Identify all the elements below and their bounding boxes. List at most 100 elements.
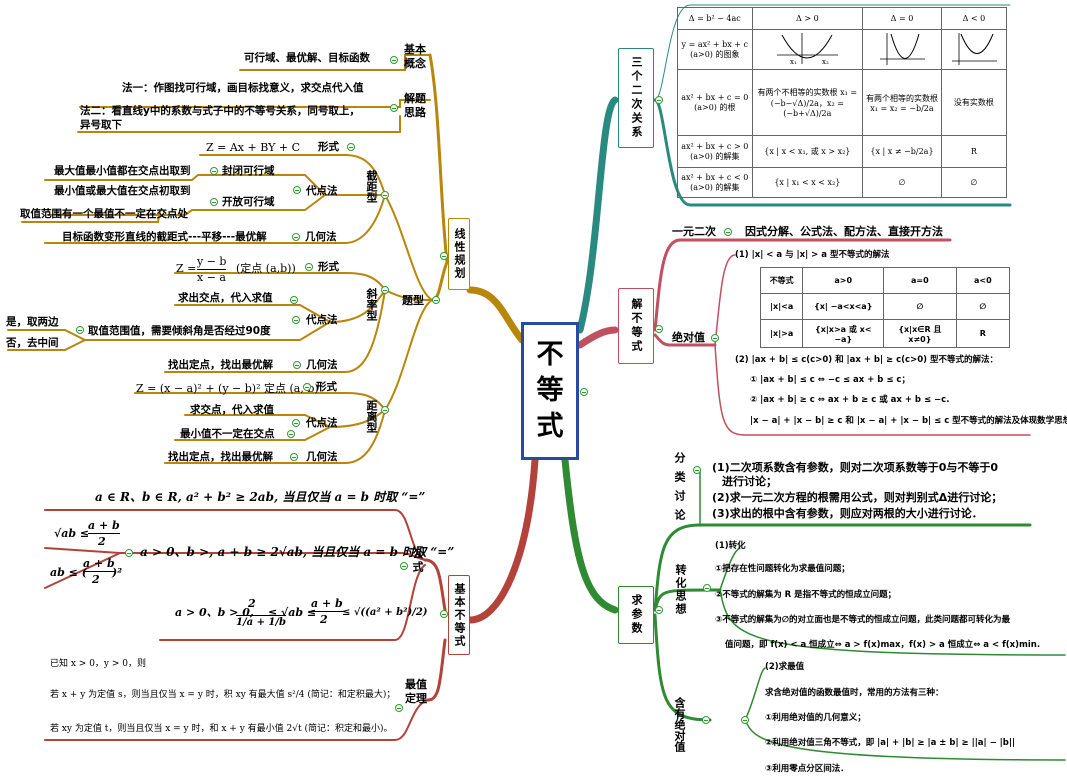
abs-section-1: (1) |x| < a 与 |x| > a 型不等式的解法 [735,250,890,260]
classify-dot[interactable] [693,466,701,474]
qt-r4-0: ax² + bx + c < 0 (a>0) 的解集 [677,167,753,198]
transform-line-3: ③不等式的解集为∅的对立面也是不等式的恒成立问题，此类问题都可转化为最 [715,615,1010,625]
find-param-label: 求参数 [630,594,643,636]
find-param-node[interactable]: 求参数 [618,586,654,644]
abs-r1-1: {x| −a<x<a} [802,293,885,320]
solve-inequality-node[interactable]: 解不等式 [618,288,654,364]
abs-section-3: |x − a| + |x − b| ≥ c 和 |x − a| + |x − b… [750,416,1067,426]
question-types-dot[interactable] [432,296,440,304]
linear-dot[interactable] [440,252,448,260]
slope-geo-dot[interactable] [293,361,301,369]
intercept-dot[interactable] [381,191,389,199]
solve-inequality-dot[interactable] [655,325,663,333]
transform-label: 转化思想 [674,564,687,616]
basic-inequality-node[interactable]: 基本不等式 [448,575,470,655]
abs-section-2b: ② |ax + b| ≥ c ⇔ ax + b ≥ c 或 ax + b ≤ −… [750,395,950,405]
qt-r1-0: y = ax² + bx + c (a>0) 的图象 [677,29,753,70]
open-region-label: 开放可行域 [222,196,275,208]
intercept-form-label: 形式 [318,141,339,153]
linear-programming-label: 线性规划 [453,228,466,280]
formula-l1-num: a + b [88,519,120,534]
absolute-value-dot[interactable] [711,334,719,342]
distance-form-label: 形式 [316,381,337,393]
open-region-note: 最小值或最大值在交点初取到 [54,185,191,197]
slope-sub-1: 求出交点，代入求值 [178,292,273,304]
classify-line-1b: 进行讨论； [722,475,777,488]
basic-concept-label: 基本概念 [404,43,426,70]
svg-text:x₂: x₂ [822,58,829,66]
formula-l2-lhs: ab ≤ ( [50,566,87,579]
formula-l1-lhs: √ab ≤ [54,527,90,540]
slope-yes: 是，取两边 [6,316,59,328]
three-quadratics-node[interactable]: 三个二次关系 [618,48,654,148]
formula-top: a ∈ R、b ∈ R, a² + b² ≥ 2ab, 当且仅当 a = b 时… [95,490,426,504]
solving-idea-dot[interactable] [390,104,398,112]
slope-form-label: 形式 [318,261,339,273]
qt-r2-2: 有两个相等的实数根 x₁ = x₂ = −b/2a [862,69,942,136]
slope-geo-label: 几何法 [306,359,338,371]
slope-form-dot[interactable] [305,263,313,271]
linear-programming-node[interactable]: 线性规划 [448,218,470,290]
three-quadratics-label: 三个二次关系 [630,56,643,140]
distance-dot[interactable] [381,406,389,414]
qt-h3: Δ < 0 [940,7,1008,30]
find-param-dot[interactable] [655,606,663,614]
slope-sub-2-dot[interactable] [76,326,84,334]
slope-form-z: Z = [176,262,197,275]
closed-region-label: 封闭可行域 [222,165,275,177]
classify-label: 分类讨论 [673,452,686,528]
extreme-line-1: 若 x + y 为定值 s，则当且仅当 x = y 时，积 xy 有最大值 s²… [50,690,396,700]
intercept-subst-dot[interactable] [293,186,301,194]
closed-region-dot[interactable] [210,167,218,175]
quadratic-one-var-dot[interactable] [724,228,732,236]
classify-line-1a: (1)二次项系数含有参数，则对二次项系数等于0与不等于0 [712,461,999,474]
intercept-geo-dot[interactable] [292,233,300,241]
qt-r3-0: ax² + bx + c > 0 (a>0) 的解集 [677,135,753,168]
abs-th-2: a=0 [883,267,957,294]
transform-line-1: ①把存在性问题转化为求最值问题； [715,564,850,574]
slope-subst-dot[interactable] [292,316,300,324]
abs-section-2: (2) |ax + b| ≤ c(c>0) 和 |ax + b| ≥ c(c>0… [735,355,998,365]
extreme-theorem-dot[interactable] [395,704,403,712]
abs-section-2a: ① |ax + b| ≤ c ⇔ −c ≤ ax + b ≤ c； [750,375,910,385]
classify-line-2: (2)求一元二次方程的根需用公式，则对判别式Δ进行讨论； [712,491,1003,504]
three-quadratics-dot[interactable] [655,96,663,104]
distance-form-dot[interactable] [303,383,311,391]
distance-form: Z = (x − a)² + (y − b)² 定点 (a, b) [136,382,319,395]
abs-param-sub-dot[interactable] [741,716,749,724]
absolute-value-label: 绝对值 [672,331,705,344]
qt-h1: Δ > 0 [751,7,864,30]
extreme-line-2: 若 xy 为定值 t，则当且仅当 x = y 时，和 x + y 有最小值 2√… [50,724,393,734]
center-title-box[interactable]: 不 等 式 [521,322,579,460]
distance-subst-dot[interactable] [292,419,300,427]
distance-sub-2: 最小值不一定在交点 [180,428,275,440]
abs-param-dot[interactable] [702,716,710,724]
abs-r1-3: ∅ [955,293,1011,320]
transform-line-2: ②不等式的解集为 R 是指不等式的恒成立问题； [715,590,897,600]
abs-r2-3: R [955,319,1011,348]
slope-dot[interactable] [381,286,389,294]
center-collapse-dot[interactable] [580,388,588,396]
formula-chain-num: 2 [248,597,256,610]
basic-inequality-dot[interactable] [440,610,448,618]
slope-sub-1-dot[interactable] [290,296,298,304]
basic-concept-dot[interactable] [390,56,398,64]
transform-dot[interactable] [703,584,711,592]
slope-sub-2: 取值范围值，需要倾斜角是否经过90度 [88,325,271,337]
distance-geo-dot[interactable] [290,453,298,461]
formula-dot[interactable] [400,562,408,570]
extreme-line-0: 已知 x > 0，y > 0，则 [50,659,146,669]
abs-r2-2: {x|x∈R 且 x≠0} [883,319,957,348]
qt-r4-1: {x | x₁ < x < x₂} [751,167,864,198]
intercept-form-dot[interactable] [347,143,355,151]
distance-subst-label: 代点法 [306,417,338,429]
solving-idea-label: 解题思路 [404,92,426,119]
formula-mid-dot[interactable] [125,549,133,557]
slope-form-tail: (定点 (a,b)) [236,262,296,275]
distance-sub-dot[interactable] [287,430,295,438]
svg-text:x₁: x₁ [790,58,797,66]
abs-param-line-0: (2)求最值 [765,662,805,672]
open-region-dot[interactable] [210,198,218,206]
quadratic-one-var-text: 因式分解、公式法、配方法、直接开方法 [745,225,943,238]
distance-type-label: 距离型 [365,400,378,433]
